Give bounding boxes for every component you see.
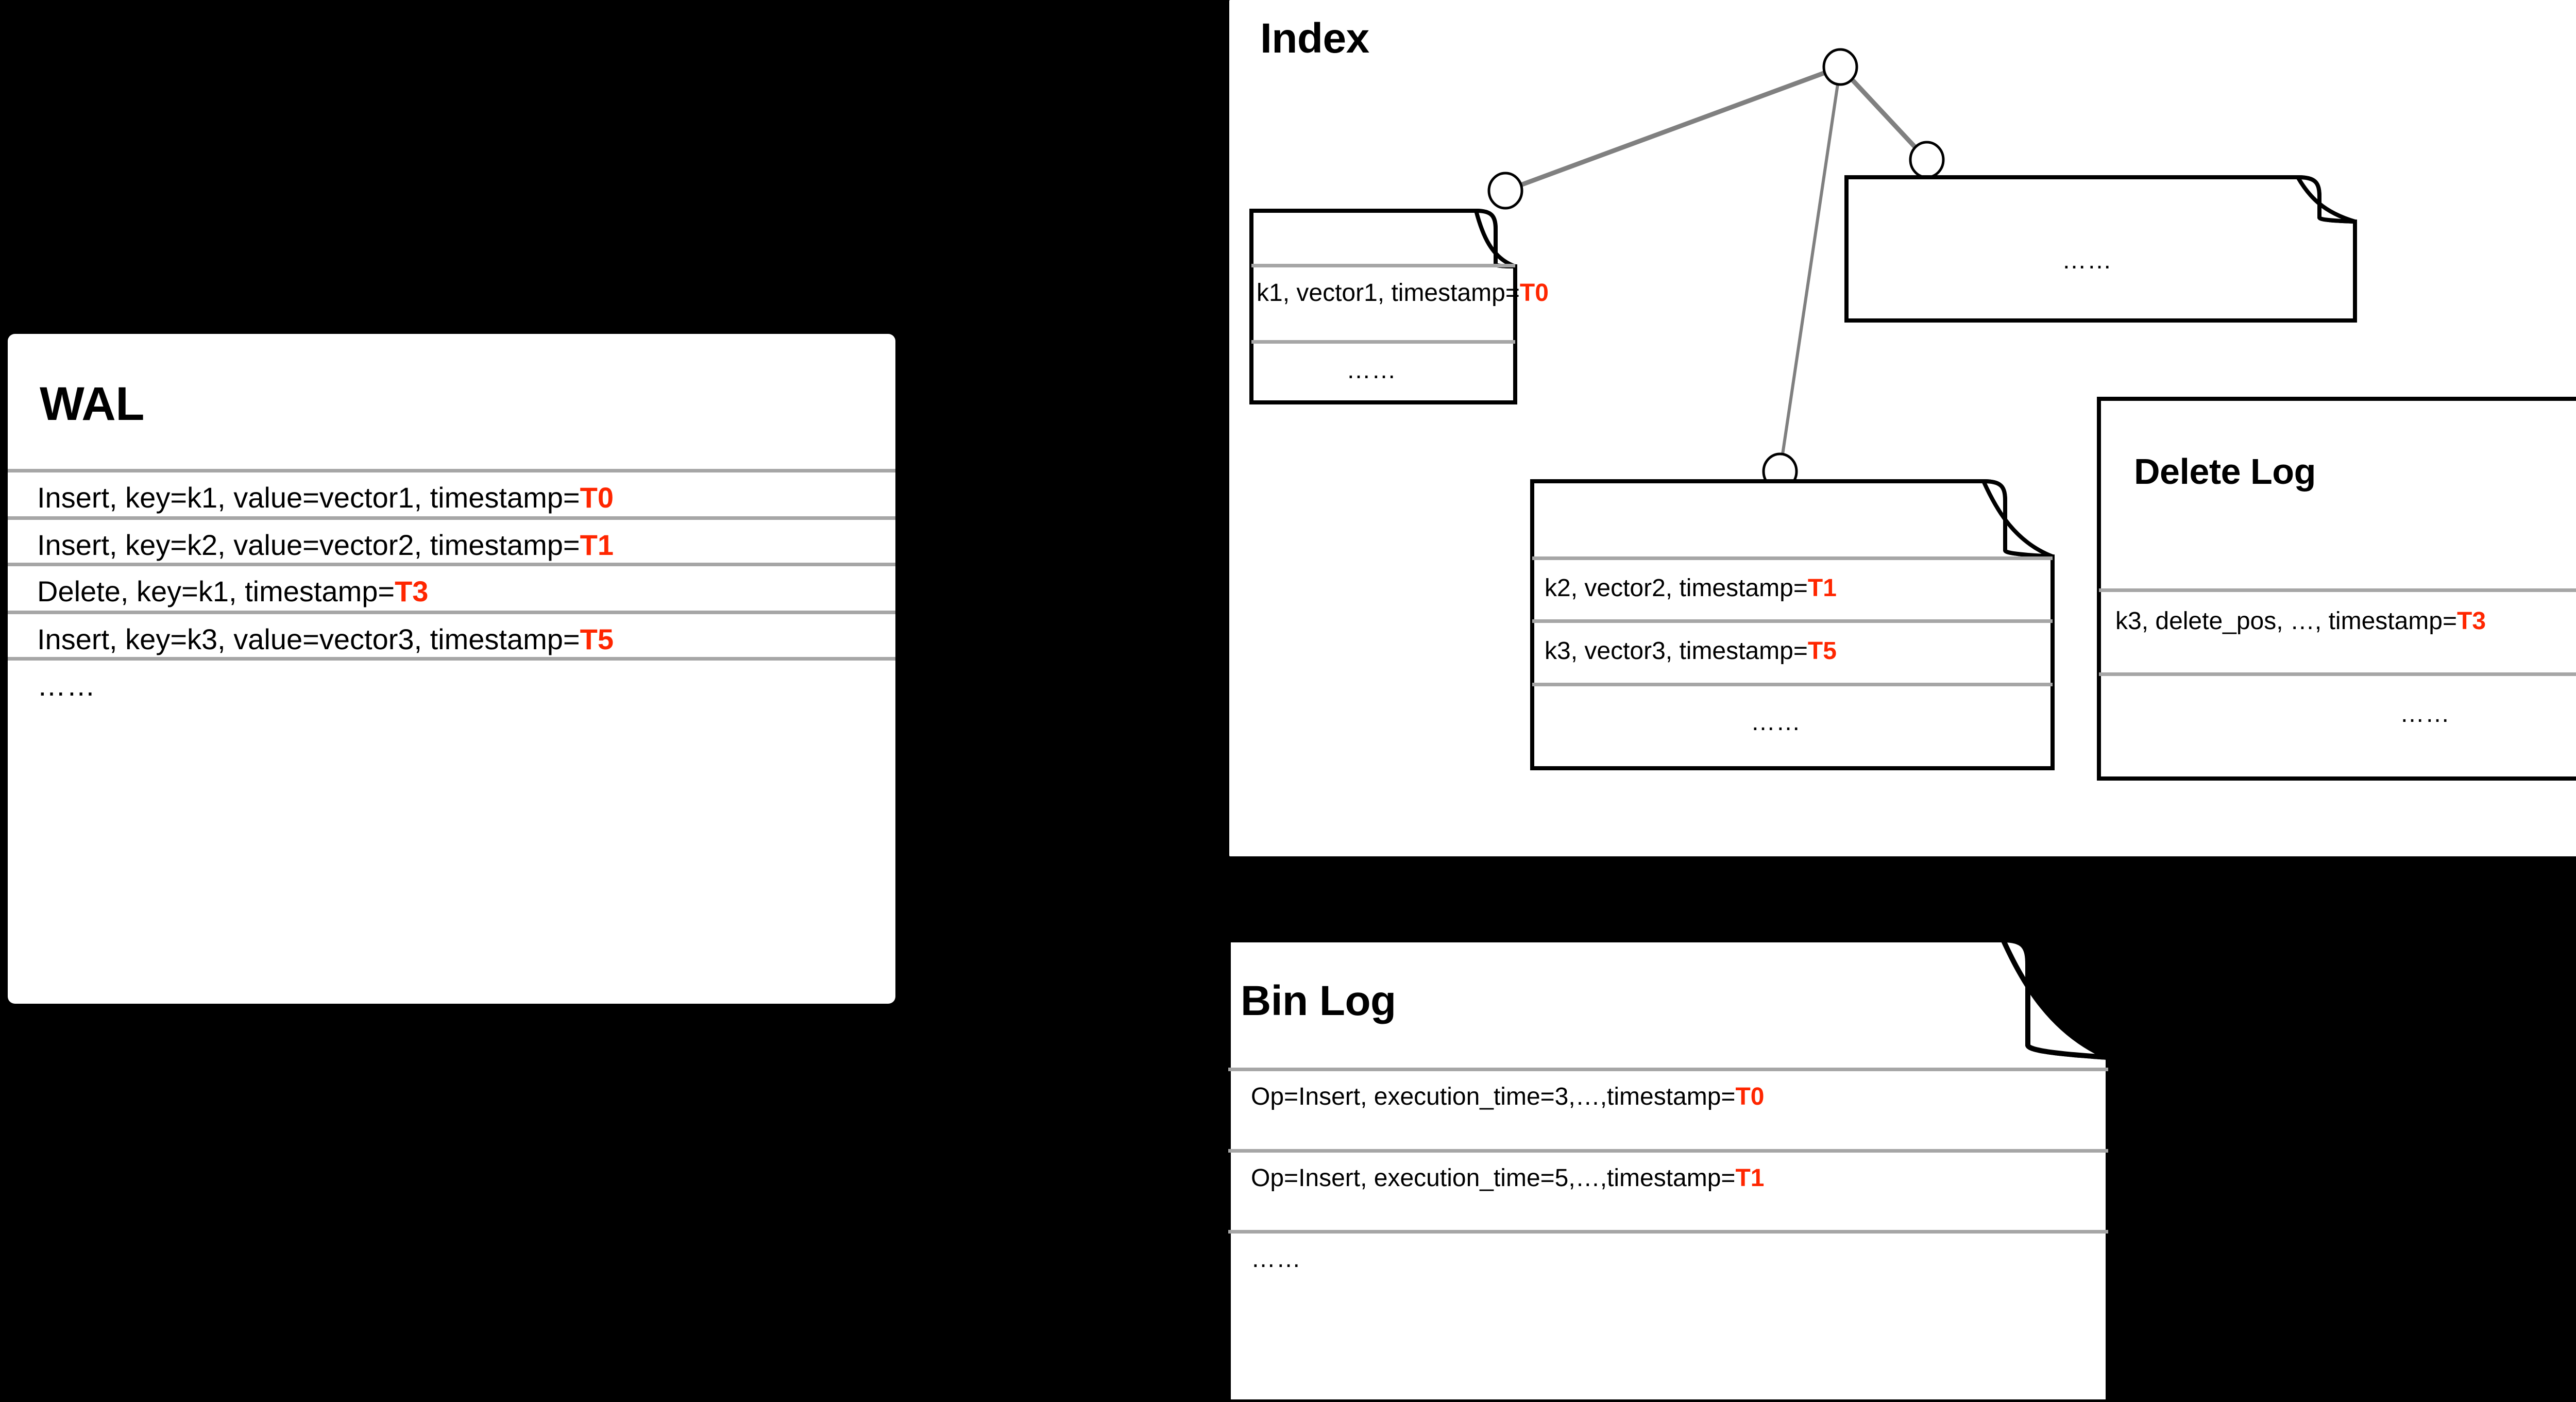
bin-log-card: Bin Log Op=Insert, execution_time=3,…,ti…	[1226, 937, 2223, 1402]
wal-row-text: Insert, key=k3, value=vector3, timestamp…	[37, 623, 580, 655]
wal-divider	[8, 611, 895, 614]
folded-corner-icon	[2294, 175, 2356, 224]
wal-divider	[8, 469, 895, 472]
bin-log-row-ellipsis: ……	[1251, 1245, 1301, 1273]
card-divider	[2099, 588, 2576, 592]
index-row-ellipsis: ……	[1346, 357, 1397, 384]
card-divider	[1251, 264, 1515, 267]
delete-log-row-timestamp: T3	[2457, 607, 2486, 635]
wal-row-timestamp: T5	[580, 623, 614, 655]
delete-log-card: Delete Log k3, delete_pos, …, timestamp=…	[2097, 397, 2576, 781]
card-divider	[1532, 619, 2053, 623]
wal-row: Delete, key=k1, timestamp=T3	[37, 577, 428, 606]
card-divider	[1532, 556, 2053, 560]
index-row-text: k3, vector3, timestamp=	[1545, 637, 1808, 665]
bin-log-row-text: Op=Insert, execution_time=3,…,timestamp=	[1251, 1083, 1736, 1110]
wal-divider	[8, 516, 895, 520]
card-divider	[2099, 672, 2576, 676]
index-leaf-right-card: ……	[1844, 175, 2357, 323]
wal-panel: WAL Insert, key=k1, value=vector1, times…	[8, 334, 895, 1004]
delete-log-row-ellipsis: ……	[2400, 700, 2450, 728]
index-row: k3, vector3, timestamp=T5	[1545, 639, 1837, 664]
bin-log-row: Op=Insert, execution_time=3,…,timestamp=…	[1251, 1085, 1764, 1109]
card-outline	[1530, 479, 2055, 770]
index-row-text: k1, vector1, timestamp=	[1257, 279, 1520, 307]
bin-log-row-timestamp: T1	[1735, 1164, 1765, 1192]
tree-edges	[1504, 64, 1929, 193]
delete-log-title: Delete Log	[2134, 451, 2316, 492]
index-row-ellipsis: ……	[1751, 708, 1801, 736]
wal-row-ellipsis: ……	[37, 669, 96, 702]
tree-node-root	[1822, 48, 1858, 86]
index-row-ellipsis: ……	[2062, 247, 2112, 274]
folded-corner-icon	[1980, 479, 2054, 559]
wal-row-timestamp: T0	[580, 481, 614, 514]
tree-edge-root-left	[1504, 64, 1841, 193]
card-outline	[1844, 175, 2357, 323]
wal-divider	[8, 657, 895, 661]
tree-edge-root-right	[1838, 65, 1929, 162]
card-divider	[1228, 1149, 2108, 1153]
card-outline	[1226, 937, 2111, 1402]
wal-row-timestamp: T1	[580, 529, 614, 561]
bin-log-row: Op=Insert, execution_time=5,…,timestamp=…	[1251, 1166, 1764, 1191]
index-row-timestamp: T1	[1807, 575, 1837, 602]
index-panel: Index	[1229, 0, 2576, 856]
index-title: Index	[1260, 15, 1369, 62]
delete-log-row-text: k3, delete_pos, …, timestamp=	[2115, 607, 2457, 635]
bin-log-row-timestamp: T0	[1735, 1083, 1765, 1110]
folded-corner-icon	[1999, 937, 2109, 1060]
wal-row: Insert, key=k2, value=vector2, timestamp…	[37, 531, 614, 560]
index-row-timestamp: T5	[1807, 637, 1837, 665]
wal-row: Insert, key=k1, value=vector1, timestamp…	[37, 483, 614, 512]
card-divider	[1532, 683, 2053, 686]
wal-title: WAL	[40, 378, 144, 430]
bin-log-row-text: Op=Insert, execution_time=5,…,timestamp=	[1251, 1164, 1736, 1192]
wal-row-text: Insert, key=k1, value=vector1, timestamp…	[37, 481, 580, 514]
wal-row-text: Delete, key=k1, timestamp=	[37, 575, 395, 607]
bin-log-title: Bin Log	[1241, 977, 1396, 1024]
index-leaf-k1-card: k1, vector1, timestamp=T0 ……	[1249, 208, 1549, 404]
wal-row-timestamp: T3	[395, 575, 429, 607]
wal-divider	[8, 563, 895, 566]
index-leaf-k2-k3-card: k2, vector2, timestamp=T1 k3, vector3, t…	[1530, 479, 2056, 770]
tree-node-right	[1909, 141, 1945, 179]
index-row: k1, vector1, timestamp=T0	[1257, 281, 1549, 306]
delete-log-row: k3, delete_pos, …, timestamp=T3	[2115, 609, 2486, 634]
wal-row: Insert, key=k3, value=vector3, timestamp…	[37, 625, 614, 654]
tree-node-left	[1487, 172, 1523, 210]
index-row-timestamp: T0	[1519, 279, 1549, 307]
index-row-text: k2, vector2, timestamp=	[1545, 575, 1808, 602]
wal-row-text: Insert, key=k2, value=vector2, timestamp…	[37, 529, 580, 561]
tree-edge-root-down	[1778, 66, 1842, 472]
card-divider	[1228, 1230, 2108, 1234]
index-row: k2, vector2, timestamp=T1	[1545, 576, 1837, 601]
card-divider	[1228, 1068, 2108, 1071]
card-divider	[1251, 340, 1515, 344]
